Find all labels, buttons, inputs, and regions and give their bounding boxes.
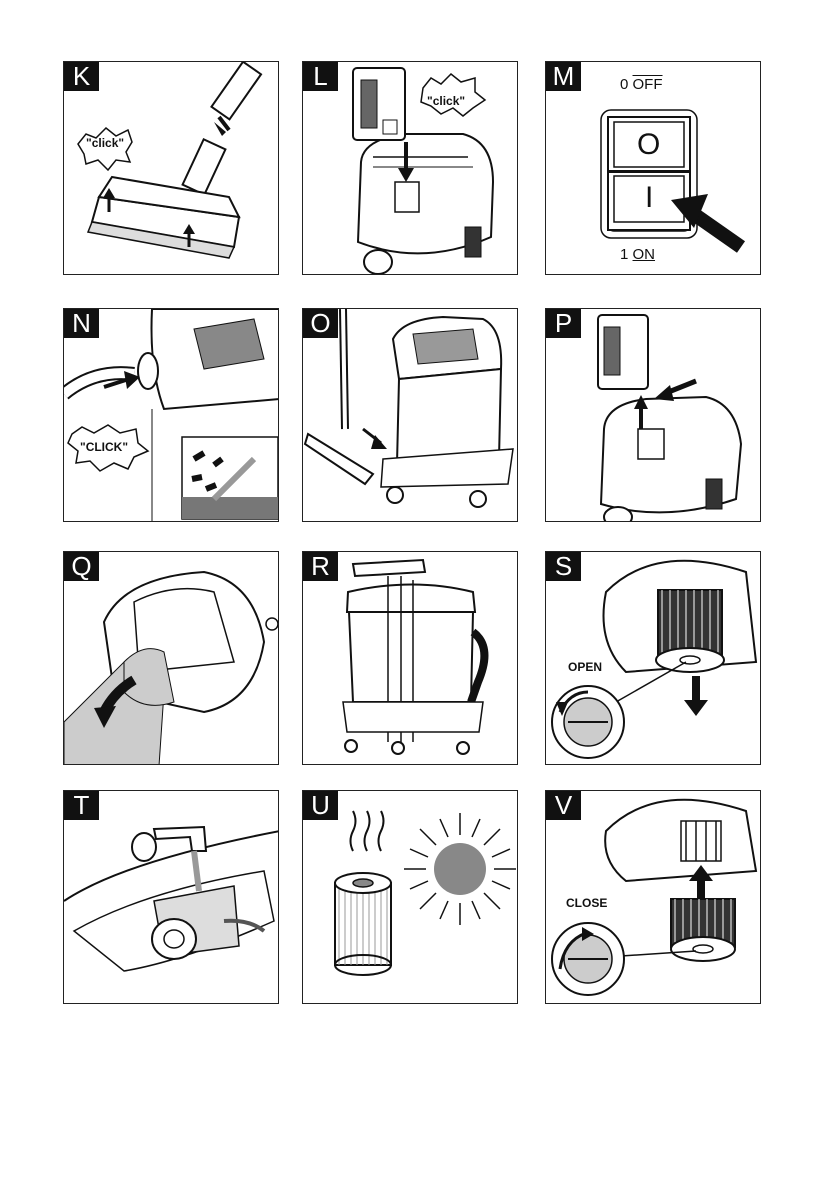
switch-on-button: I [645, 181, 654, 214]
open-label: OPEN [568, 660, 603, 674]
panel-u: U [302, 790, 518, 1004]
hose-connection-illustration [64, 309, 278, 521]
battery-insertion-illustration [352, 67, 495, 274]
panel-letter-o: O [303, 309, 338, 338]
filter-rinsing-illustration [64, 825, 278, 972]
emptying-container-illustration [64, 570, 278, 764]
panel-m: M 0 OFF O I 1 ON [545, 61, 761, 275]
panel-letter-v: V [546, 791, 581, 820]
panel-letter-p: P [546, 309, 581, 338]
panel-letter-k: K [64, 62, 99, 91]
click-label: "click" [427, 94, 466, 108]
filter-removal-illustration [551, 559, 758, 759]
battery-removal-illustration [597, 314, 743, 521]
panel-letter-m: M [546, 62, 581, 91]
panel-l: L "click" [302, 61, 518, 275]
panel-letter-t: T [64, 791, 99, 820]
panel-k: K "click" [63, 61, 279, 275]
power-switch-illustration [600, 109, 746, 253]
panel-letter-l: L [303, 62, 338, 91]
filter-drying-illustration [334, 810, 516, 976]
panel-p: P [545, 308, 761, 522]
off-label: 0 OFF [620, 76, 663, 93]
panel-v: V CLOSE [545, 790, 761, 1004]
wand-storage-illustration [303, 309, 514, 508]
panel-letter-n: N [64, 309, 99, 338]
panel-n: N "CLICK" [63, 308, 279, 522]
floor-nozzle-illustration [77, 62, 263, 259]
panel-r: R [302, 551, 518, 765]
switch-off-button: O [637, 128, 661, 161]
panel-letter-u: U [303, 791, 338, 820]
rear-storage-illustration [342, 558, 489, 755]
filter-installation-illustration [551, 798, 758, 996]
on-label: 1 ON [620, 246, 656, 263]
click-label: "CLICK" [80, 440, 129, 454]
panel-letter-s: S [546, 552, 581, 581]
panel-letter-r: R [303, 552, 338, 581]
click-label: "click" [86, 136, 125, 150]
panel-letter-q: Q [64, 552, 99, 581]
close-label: CLOSE [566, 896, 608, 910]
panel-s: S OPEN [545, 551, 761, 765]
panel-t: T [63, 790, 279, 1004]
panel-q: Q [63, 551, 279, 765]
panel-o: O [302, 308, 518, 522]
